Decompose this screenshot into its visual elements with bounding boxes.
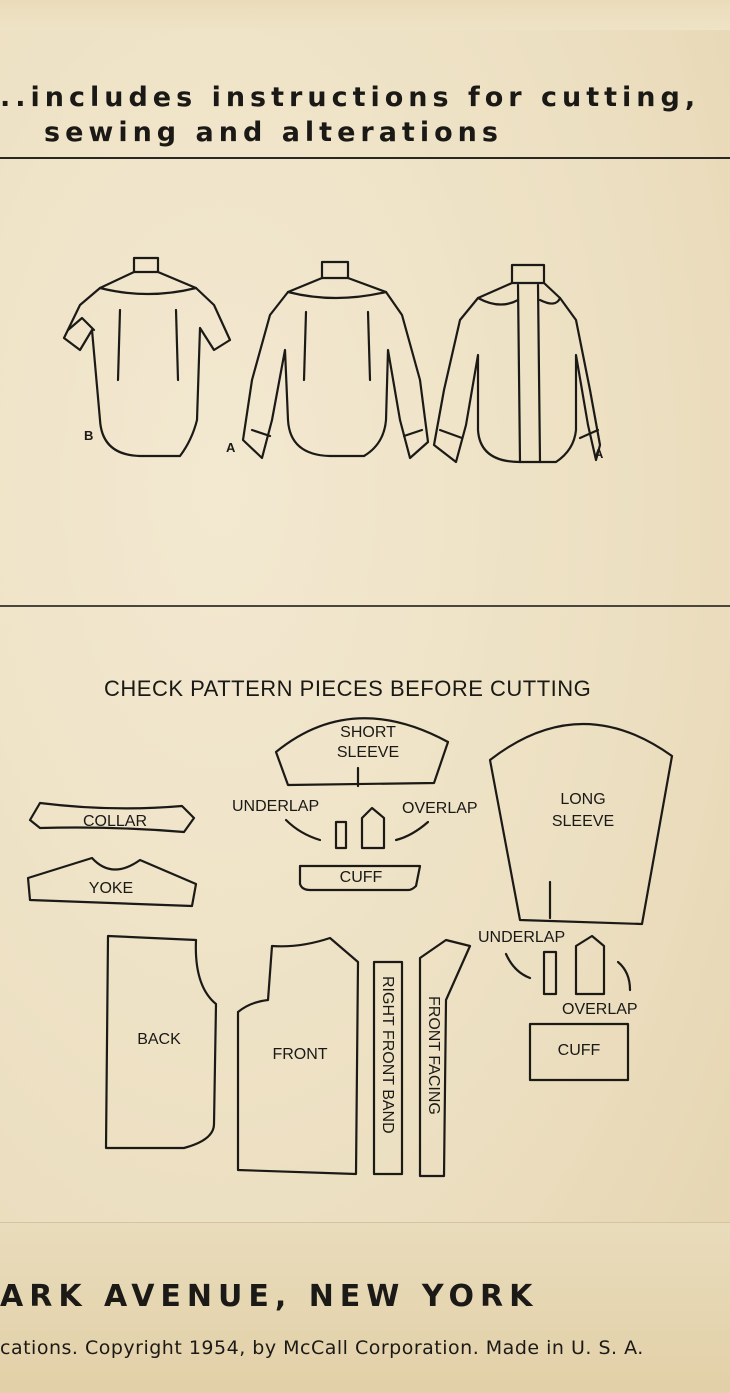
section-divider [0, 605, 730, 607]
underlap-long-arrow [504, 952, 532, 980]
overlap-long-piece [574, 934, 606, 996]
long-sleeve-label-2: SLEEVE [551, 813, 615, 830]
back-label: BACK [137, 1031, 181, 1048]
view-label-a-back: A [226, 440, 236, 455]
shirt-view-a-back-drawing [241, 260, 430, 460]
collar-piece [28, 801, 196, 834]
yoke-piece [26, 856, 198, 908]
envelope-bottom-flap [0, 1222, 730, 1393]
underlap-long-label: UNDERLAP [478, 929, 566, 946]
long-cuff-label: CUFF [557, 1042, 601, 1059]
underlap-short-arrow [284, 818, 322, 842]
view-label-a-front: A [594, 446, 604, 461]
view-label-b: B [84, 428, 94, 443]
short-sleeve-label-1: SHORT [340, 724, 396, 741]
short-sleeve-piece [274, 717, 450, 787]
overlap-short-piece [360, 806, 386, 850]
long-cuff-piece [528, 1022, 630, 1082]
overlap-long-label: OVERLAP [562, 1001, 638, 1018]
long-sleeve-label-1: LONG [560, 791, 606, 808]
overlap-short-label: OVERLAP [402, 800, 478, 817]
pattern-check-title: CHECK PATTERN PIECES BEFORE CUTTING [104, 676, 592, 701]
short-cuff-piece [298, 864, 422, 892]
header-line-2: sewing and alterations [44, 117, 503, 148]
front-label: FRONT [272, 1046, 328, 1063]
front-facing-label: FRONT FACING [425, 996, 442, 1115]
right-front-band-label: RIGHT FRONT BAND [379, 976, 396, 1134]
short-cuff-label: CUFF [339, 869, 383, 886]
underlap-short-label: UNDERLAP [232, 798, 320, 815]
right-front-band-piece [372, 960, 404, 1176]
header-line-1: ..includes instructions for cutting, [0, 82, 701, 113]
collar-label: COLLAR [82, 813, 148, 830]
overlap-short-arrow [394, 820, 430, 842]
footer-address: ARK AVENUE, NEW YORK [0, 1279, 539, 1314]
front-piece [236, 936, 360, 1176]
long-sleeve-piece [488, 722, 674, 926]
yoke-label: YOKE [88, 880, 134, 897]
envelope-top-flap [0, 0, 730, 30]
back-piece [104, 934, 218, 1150]
underlap-long-piece [542, 950, 558, 996]
short-sleeve-label-2: SLEEVE [336, 744, 400, 761]
underlap-short-piece [334, 820, 348, 850]
header-divider [0, 157, 730, 159]
footer-copyright: cations. Copyright 1954, by McCall Corpo… [0, 1337, 644, 1359]
front-facing-piece [418, 938, 472, 1178]
overlap-long-arrow [616, 960, 632, 992]
shirt-view-a-front-drawing [432, 263, 602, 464]
shirt-view-b-drawing [62, 256, 232, 458]
